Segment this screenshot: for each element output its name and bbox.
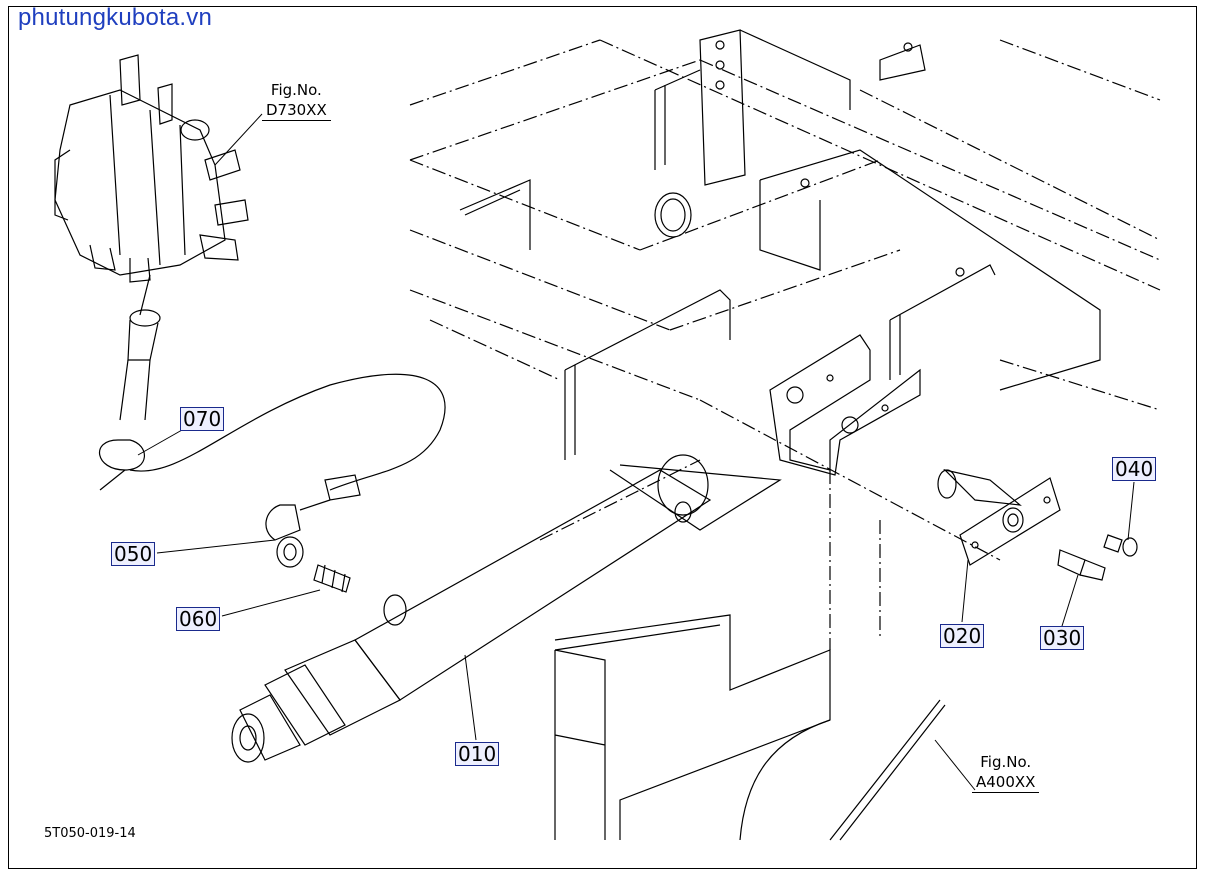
elbow-fitting <box>276 536 304 568</box>
figure-ref-label: Fig.No. <box>270 81 322 99</box>
hose <box>99 274 446 541</box>
drawing-code: 5T050-019-14 <box>44 826 136 841</box>
chassis-frame <box>409 39 1161 650</box>
figure-ref-number: A400XX <box>972 772 1040 793</box>
part-label-030[interactable]: 030 <box>1040 626 1085 650</box>
part-label-040[interactable]: 040 <box>1112 457 1157 481</box>
figure-ref-label: Fig.No. <box>980 753 1032 771</box>
grease-nipple <box>1057 549 1106 581</box>
bolt <box>1103 534 1138 557</box>
mounting-bracket <box>769 334 921 476</box>
part-label-070[interactable]: 070 <box>180 407 225 431</box>
adapter-fitting <box>313 564 351 593</box>
part-label-050[interactable]: 050 <box>111 542 156 566</box>
site-watermark: phutungkubota.vn <box>18 4 213 31</box>
leader-lines <box>137 113 1135 791</box>
part-label-060[interactable]: 060 <box>176 607 221 631</box>
box-frame <box>554 614 946 841</box>
figure-ref-frame[interactable]: Fig.No. A400XX <box>972 752 1040 793</box>
chassis-solid <box>459 29 1101 460</box>
figure-ref-valve[interactable]: Fig.No. D730XX <box>262 80 331 121</box>
figure-ref-number: D730XX <box>262 100 331 121</box>
control-valve <box>54 54 249 283</box>
hydraulic-cylinder <box>231 454 782 763</box>
drawing-frame <box>8 6 1197 869</box>
part-label-020[interactable]: 020 <box>940 624 985 648</box>
part-label-010[interactable]: 010 <box>455 742 500 766</box>
pin-plate <box>937 468 1061 566</box>
